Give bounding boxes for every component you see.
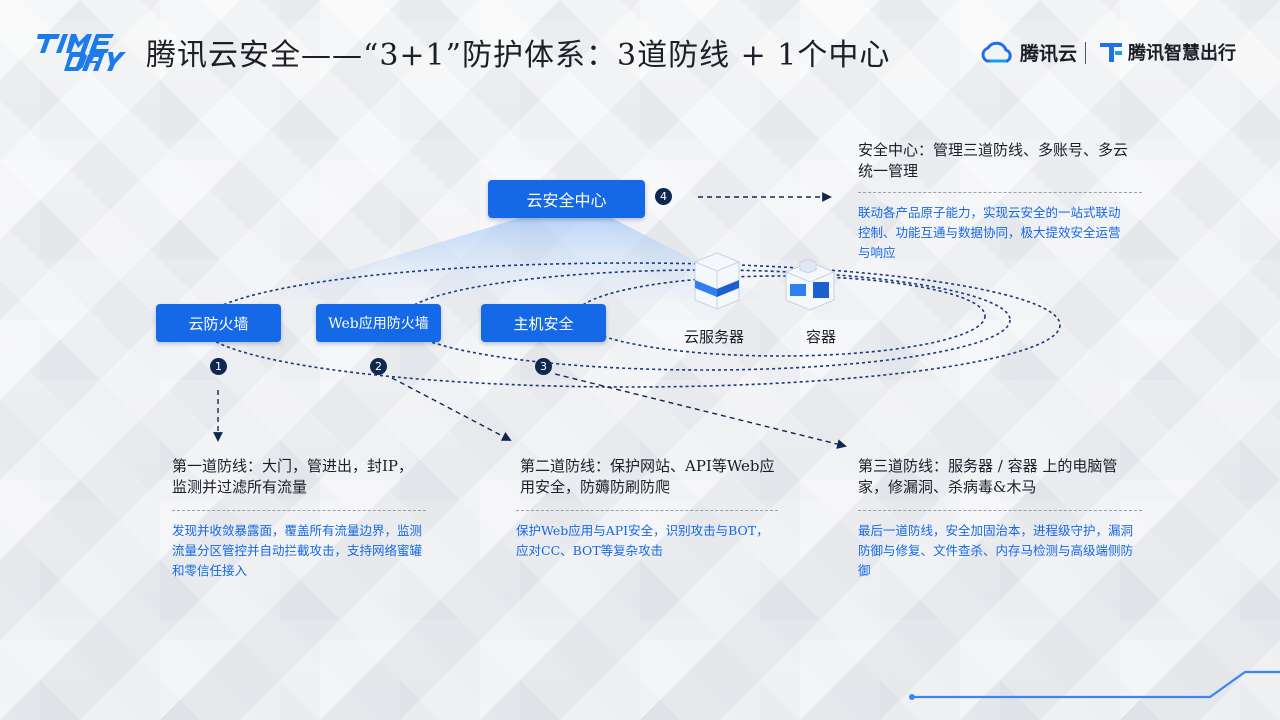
line3-description-block: 第三道防线：服务器 / 容器 上的电脑管家，修漏洞、杀病毒&木马 最后一道防线，… (858, 456, 1142, 581)
center-description-block: 安全中心：管理三道防线、多账号、多云统一管理 联动各产品原子能力，实现云安全的一… (858, 140, 1142, 263)
footer-decoration-dot (909, 694, 915, 700)
tencent-mobility-brand: 腾讯智慧出行 (1098, 36, 1236, 68)
arrow-line3 (554, 373, 847, 449)
line1-title: 第一道防线：大门，管进出，封IP，监测并过滤所有流量 (172, 457, 414, 496)
tencent-mobility-text: 腾讯智慧出行 (1128, 43, 1236, 64)
number-badge-4: 4 (655, 188, 672, 205)
center-title: 安全中心：管理三道防线、多账号、多云统一管理 (858, 141, 1129, 180)
number-badge-2: 2 (370, 358, 387, 375)
web-app-firewall-box[interactable]: Web应用防火墙 (316, 304, 441, 342)
header: 腾讯云安全——“3+1”防护体系：3道防线 + 1个中心 腾讯云 腾讯智慧出行 (0, 0, 1280, 90)
server-icon (694, 252, 740, 310)
tencent-cloud-brand: 腾讯云 (978, 36, 1077, 68)
orbit-outer (199, 262, 1061, 388)
divider (516, 510, 778, 511)
container-icon (785, 258, 835, 311)
divider (858, 192, 1142, 193)
arrow-line2 (391, 377, 512, 441)
cloud-security-center-box[interactable]: 云安全中心 (488, 180, 645, 218)
center-beam (250, 218, 770, 300)
host-security-box[interactable]: 主机安全 (481, 304, 606, 342)
divider (172, 510, 426, 511)
page-title: 腾讯云安全——“3+1”防护体系：3道防线 + 1个中心 (146, 38, 891, 73)
center-desc: 联动各产品原子能力，实现云安全的一站式联动控制、功能互通与数据协同，极大提效安全… (858, 205, 1121, 260)
divider (858, 510, 1142, 511)
tencent-cloud-text: 腾讯云 (1020, 42, 1078, 65)
tencent-mobility-icon (1100, 43, 1122, 62)
line2-description-block: 第二道防线：保护网站、API等Web应用安全，防薅防刷防爬 保护Web应用与AP… (516, 456, 778, 561)
cloud-firewall-box[interactable]: 云防火墙 (156, 304, 281, 342)
container-label: 容器 (806, 328, 837, 346)
line3-title: 第三道防线：服务器 / 容器 上的电脑管家，修漏洞、杀病毒&木马 (858, 457, 1118, 496)
cloud-server-label: 云服务器 (684, 328, 745, 346)
line3-desc: 最后一道防线，安全加固治本，进程级守护，漏洞防御与修复、文件查杀、内存马检测与高… (858, 523, 1134, 578)
footer-decoration-line (910, 670, 1280, 699)
orbit-inner (574, 275, 986, 357)
line1-description-block: 第一道防线：大门，管进出，封IP，监测并过滤所有流量 发现并收敛暴露面，覆盖所有… (172, 456, 426, 581)
line2-desc: 保护Web应用与API安全，识别攻击与BOT，应对CC、BOT等复杂攻击 (516, 523, 769, 558)
line2-title: 第二道防线：保护网站、API等Web应用安全，防薅防刷防爬 (520, 457, 775, 496)
number-badge-1: 1 (210, 358, 227, 375)
brand-divider (1085, 42, 1086, 64)
tencent-cloud-icon (981, 41, 1012, 63)
number-badge-3: 3 (535, 358, 552, 375)
timeday-logo (37, 34, 126, 71)
line1-desc: 发现并收敛暴露面，覆盖所有流量边界，监测流量分区管控并自动拦截攻击，支持网络蜜罐… (172, 523, 423, 578)
